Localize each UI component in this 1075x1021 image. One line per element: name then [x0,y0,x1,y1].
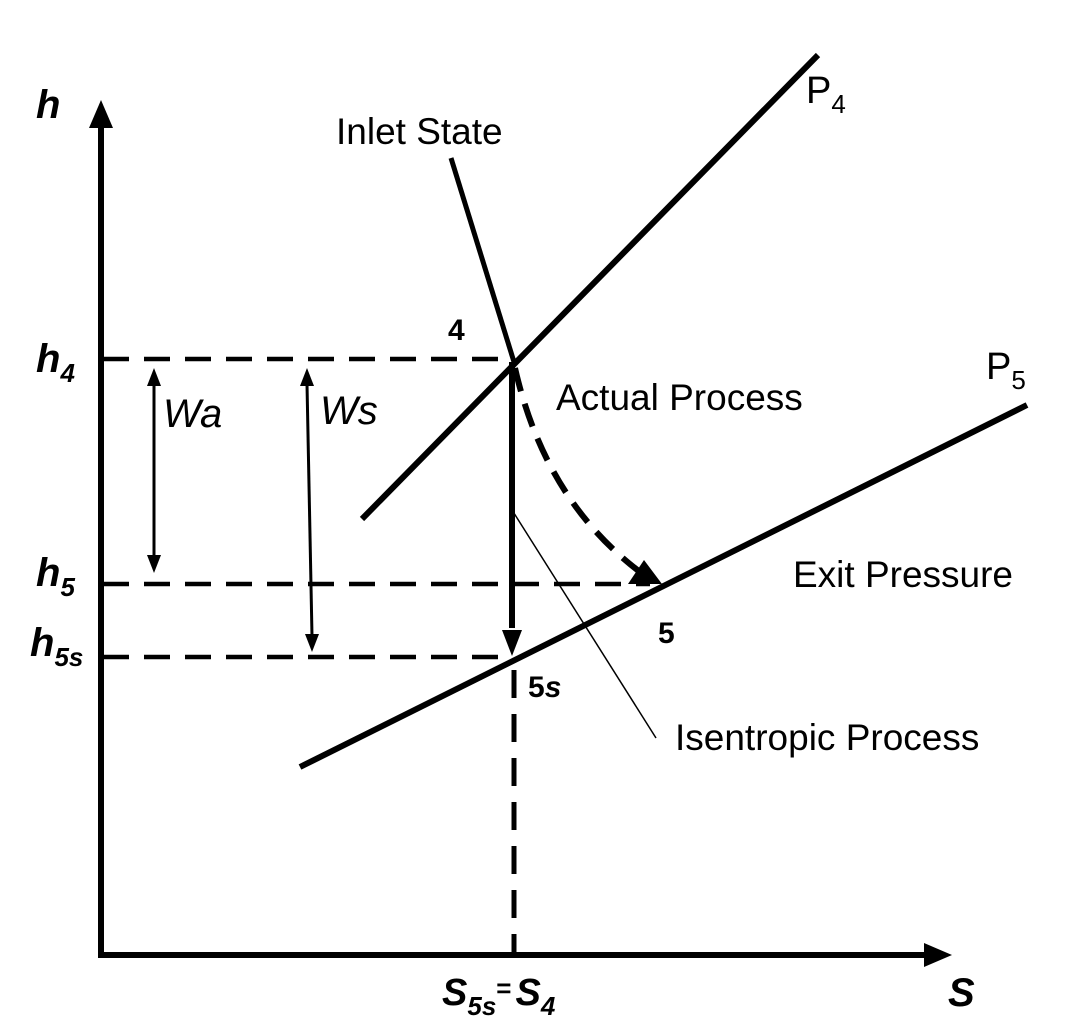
ws-arrow [305,383,314,637]
s5s-equals-s4-label: S5s=S4 [442,972,556,1021]
isentropic-pointer-line [511,509,657,739]
state-4-label: 4 [448,314,465,347]
inlet-state-line [448,157,517,363]
h5s-label: h5s [30,621,83,672]
p5-isobar [298,402,1029,770]
actual-process-arrowhead [628,560,662,584]
actual-process-curve [512,367,642,575]
p5-label: P5 [986,346,1026,395]
x-axis-label: S [948,971,975,1015]
p4-label: P4 [806,70,846,119]
wa-arrowhead-top [147,368,161,386]
h5-label: h5 [36,551,75,602]
x-axis-arrowhead [924,943,952,967]
actual-process-label: Actual Process [556,377,803,418]
h4-label: h4 [36,337,75,388]
state-5s-label: 5s [528,671,561,704]
state-5-label: 5 [658,617,675,650]
ws-label: Ws [320,389,378,433]
exit-pressure-label: Exit Pressure [793,554,1013,595]
y-axis-arrowhead [89,100,113,128]
ws-arrowhead-top [300,368,314,386]
wa-label: Wa [163,392,222,436]
y-axis-label: h [36,83,60,127]
isentropic-arrowhead [502,630,522,656]
ws-arrowhead-bottom [305,634,319,652]
isentropic-process-label: Isentropic Process [675,717,979,758]
inlet-state-label: Inlet State [336,111,503,152]
wa-arrowhead-bottom [147,555,161,573]
p4-isobar [359,52,821,522]
